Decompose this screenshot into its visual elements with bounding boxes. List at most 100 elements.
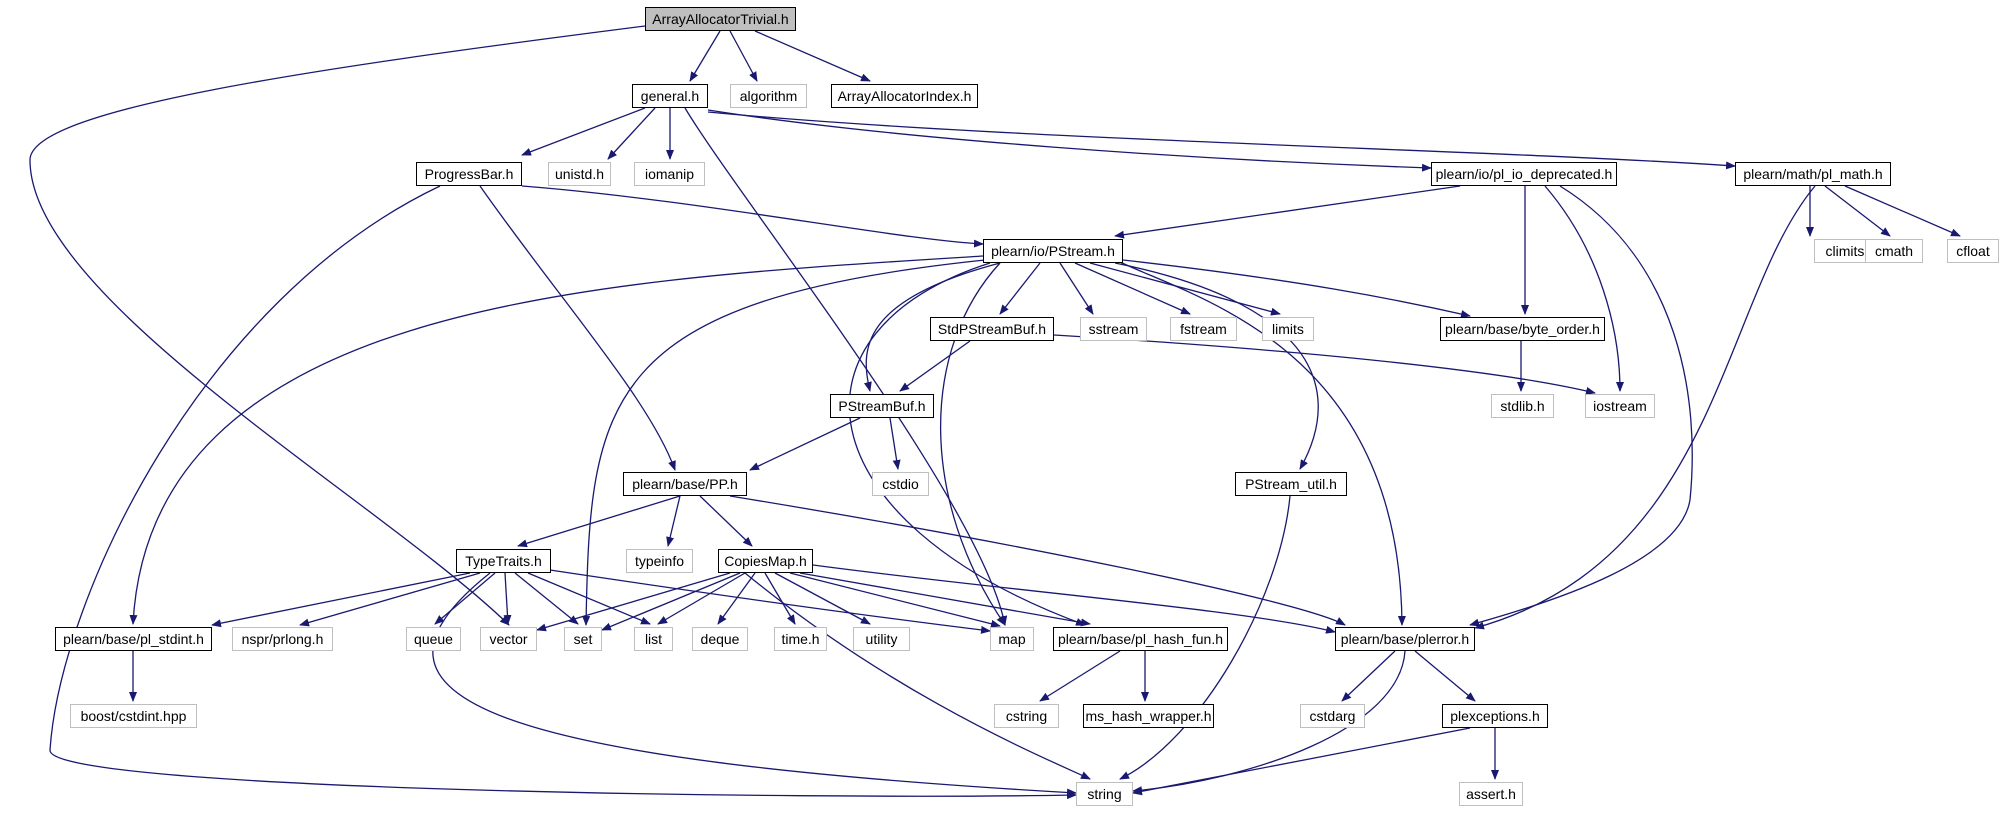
edge-pstream-limits [1089,262,1281,316]
edge-pliodep-pstream [1114,185,1461,239]
edge-pp-typetraits [517,495,681,548]
node-plerror[interactable]: plearn/base/plerror.h [1335,627,1475,651]
edge-copiesmap-vector [536,572,731,632]
node-plexceptions[interactable]: plexceptions.h [1442,704,1548,728]
node-assert-h: assert.h [1459,782,1523,806]
edge-psutil-string [1119,495,1291,780]
edge-general-unistd [607,107,656,160]
node-cstdio: cstdio [872,472,929,496]
edge-typetraits-vector [503,572,512,625]
node-iostream: iostream [1585,394,1655,418]
edge-general-progress [521,107,646,156]
node-pl-math[interactable]: plearn/math/pl_math.h [1735,162,1891,186]
node-stdlib: stdlib.h [1491,394,1554,418]
edge-plmath-cfloat [1844,185,1961,237]
edge-typetraits-map [549,569,991,634]
edge-root-arrayidx [754,30,871,82]
edge-pstream-psbuf [863,262,1001,392]
edge-copiesmap-hashfun [799,572,1091,627]
edge-copiesmap-list [657,572,746,625]
edge-typetraits-string [432,572,1077,797]
node-arrayallocatorindex[interactable]: ArrayAllocatorIndex.h [831,84,978,108]
node-deque: deque [692,627,748,651]
edge-pstream-sstream [1059,262,1094,315]
node-byte-order[interactable]: plearn/base/byte_order.h [1440,317,1605,341]
node-progressbar[interactable]: ProgressBar.h [416,162,522,186]
edge-typetraits-prlong [299,572,481,627]
edge-plexc-string [1132,727,1471,796]
edge-copiesmap-deque [717,572,756,625]
edge-copiesmap-plerror [812,564,1336,634]
edge-root-vector [29,25,646,626]
edge-hashfun-cstring [1039,650,1121,702]
edge-progress-pstream [521,185,984,248]
node-list: list [634,627,673,651]
node-pl-io-deprecated[interactable]: plearn/io/pl_io_deprecated.h [1431,162,1617,186]
edge-copiesmap-set [601,572,741,631]
edge-pliodep-iostream [1544,185,1624,392]
node-typetraits[interactable]: TypeTraits.h [456,549,551,573]
edge-pstream-stdint [129,255,984,625]
edge-pstream-psutil [1114,262,1319,470]
node-vector: vector [480,627,537,651]
node-stdpstreambuf[interactable]: StdPStreamBuf.h [930,317,1054,341]
edge-plerror-plexc [1414,650,1476,702]
node-iomanip: iomanip [634,162,705,186]
edge-root-general [689,30,721,82]
node-fstream: fstream [1170,317,1237,341]
node-pl-hash-fun[interactable]: plearn/base/pl_hash_fun.h [1053,627,1228,651]
node-ms-hash-wrapper[interactable]: ms_hash_wrapper.h [1083,704,1214,728]
edge-plerror-cstdarg [1341,650,1396,702]
edge-pstream-byteorder [1122,259,1471,318]
node-pl-stdint[interactable]: plearn/base/pl_stdint.h [55,627,212,651]
edge-copiesmap-time [764,572,796,625]
edge-stdpsb-psbuf [899,340,971,392]
edge-pstream-set [582,259,986,626]
node-pp[interactable]: plearn/base/PP.h [623,472,747,496]
edge-typetraits-stdint [211,572,471,628]
edge-progress-pp [479,185,676,471]
edge-pstream-stdpsb [999,262,1041,315]
edge-pp-plerror [729,495,1346,626]
node-algorithm: algorithm [730,84,807,108]
node-pstreambuf[interactable]: PStreamBuf.h [830,394,934,418]
edge-plmath-cmath [1824,185,1891,237]
node-cfloat: cfloat [1947,239,1999,263]
edge-typetraits-list [527,572,651,625]
node-sstream: sstream [1080,317,1147,341]
node-nspr-prlong: nspr/prlong.h [232,627,333,651]
node-set: set [564,627,602,651]
node-typeinfo: typeinfo [626,549,693,573]
node-root: ArrayAllocatorTrivial.h [645,7,796,31]
edge-plmath-plerror [1474,185,1816,630]
edge-psbuf-cstdio [889,417,901,470]
node-pstream-util[interactable]: PStream_util.h [1235,472,1347,496]
node-pstream[interactable]: plearn/io/PStream.h [983,239,1123,263]
edge-stdpsb-iostream [1053,334,1596,395]
edge-pp-typeinfo [666,495,681,547]
edge-pp-copiesmap [699,495,753,547]
node-unistd: unistd.h [548,162,611,186]
edge-root-algorithm [729,30,758,82]
node-time-h: time.h [774,627,827,651]
node-copiesmap[interactable]: CopiesMap.h [718,549,813,573]
edge-copiesmap-utility [774,572,871,625]
node-map: map [990,627,1034,651]
edge-pliodep-plerror [1469,185,1693,627]
node-cstdarg: cstdarg [1300,704,1365,728]
edge-copiesmap-map [789,572,1001,628]
node-general[interactable]: general.h [632,84,708,108]
edge-copiesmap-string [744,572,1091,780]
edge-pstream-plerror [1119,261,1406,626]
edge-general-pliodep [707,109,1432,172]
edge-pstream-hashfun [848,262,1086,626]
edge-pstream-fstream [1074,262,1191,315]
node-queue: queue [406,627,461,651]
edge-plerror-string [1132,650,1406,795]
node-cstring: cstring [994,704,1059,728]
edge-typetraits-set [514,572,579,625]
edge-general-plmath [707,111,1736,170]
node-limits: limits [1262,317,1314,341]
edge-typetraits-queue [434,572,496,625]
